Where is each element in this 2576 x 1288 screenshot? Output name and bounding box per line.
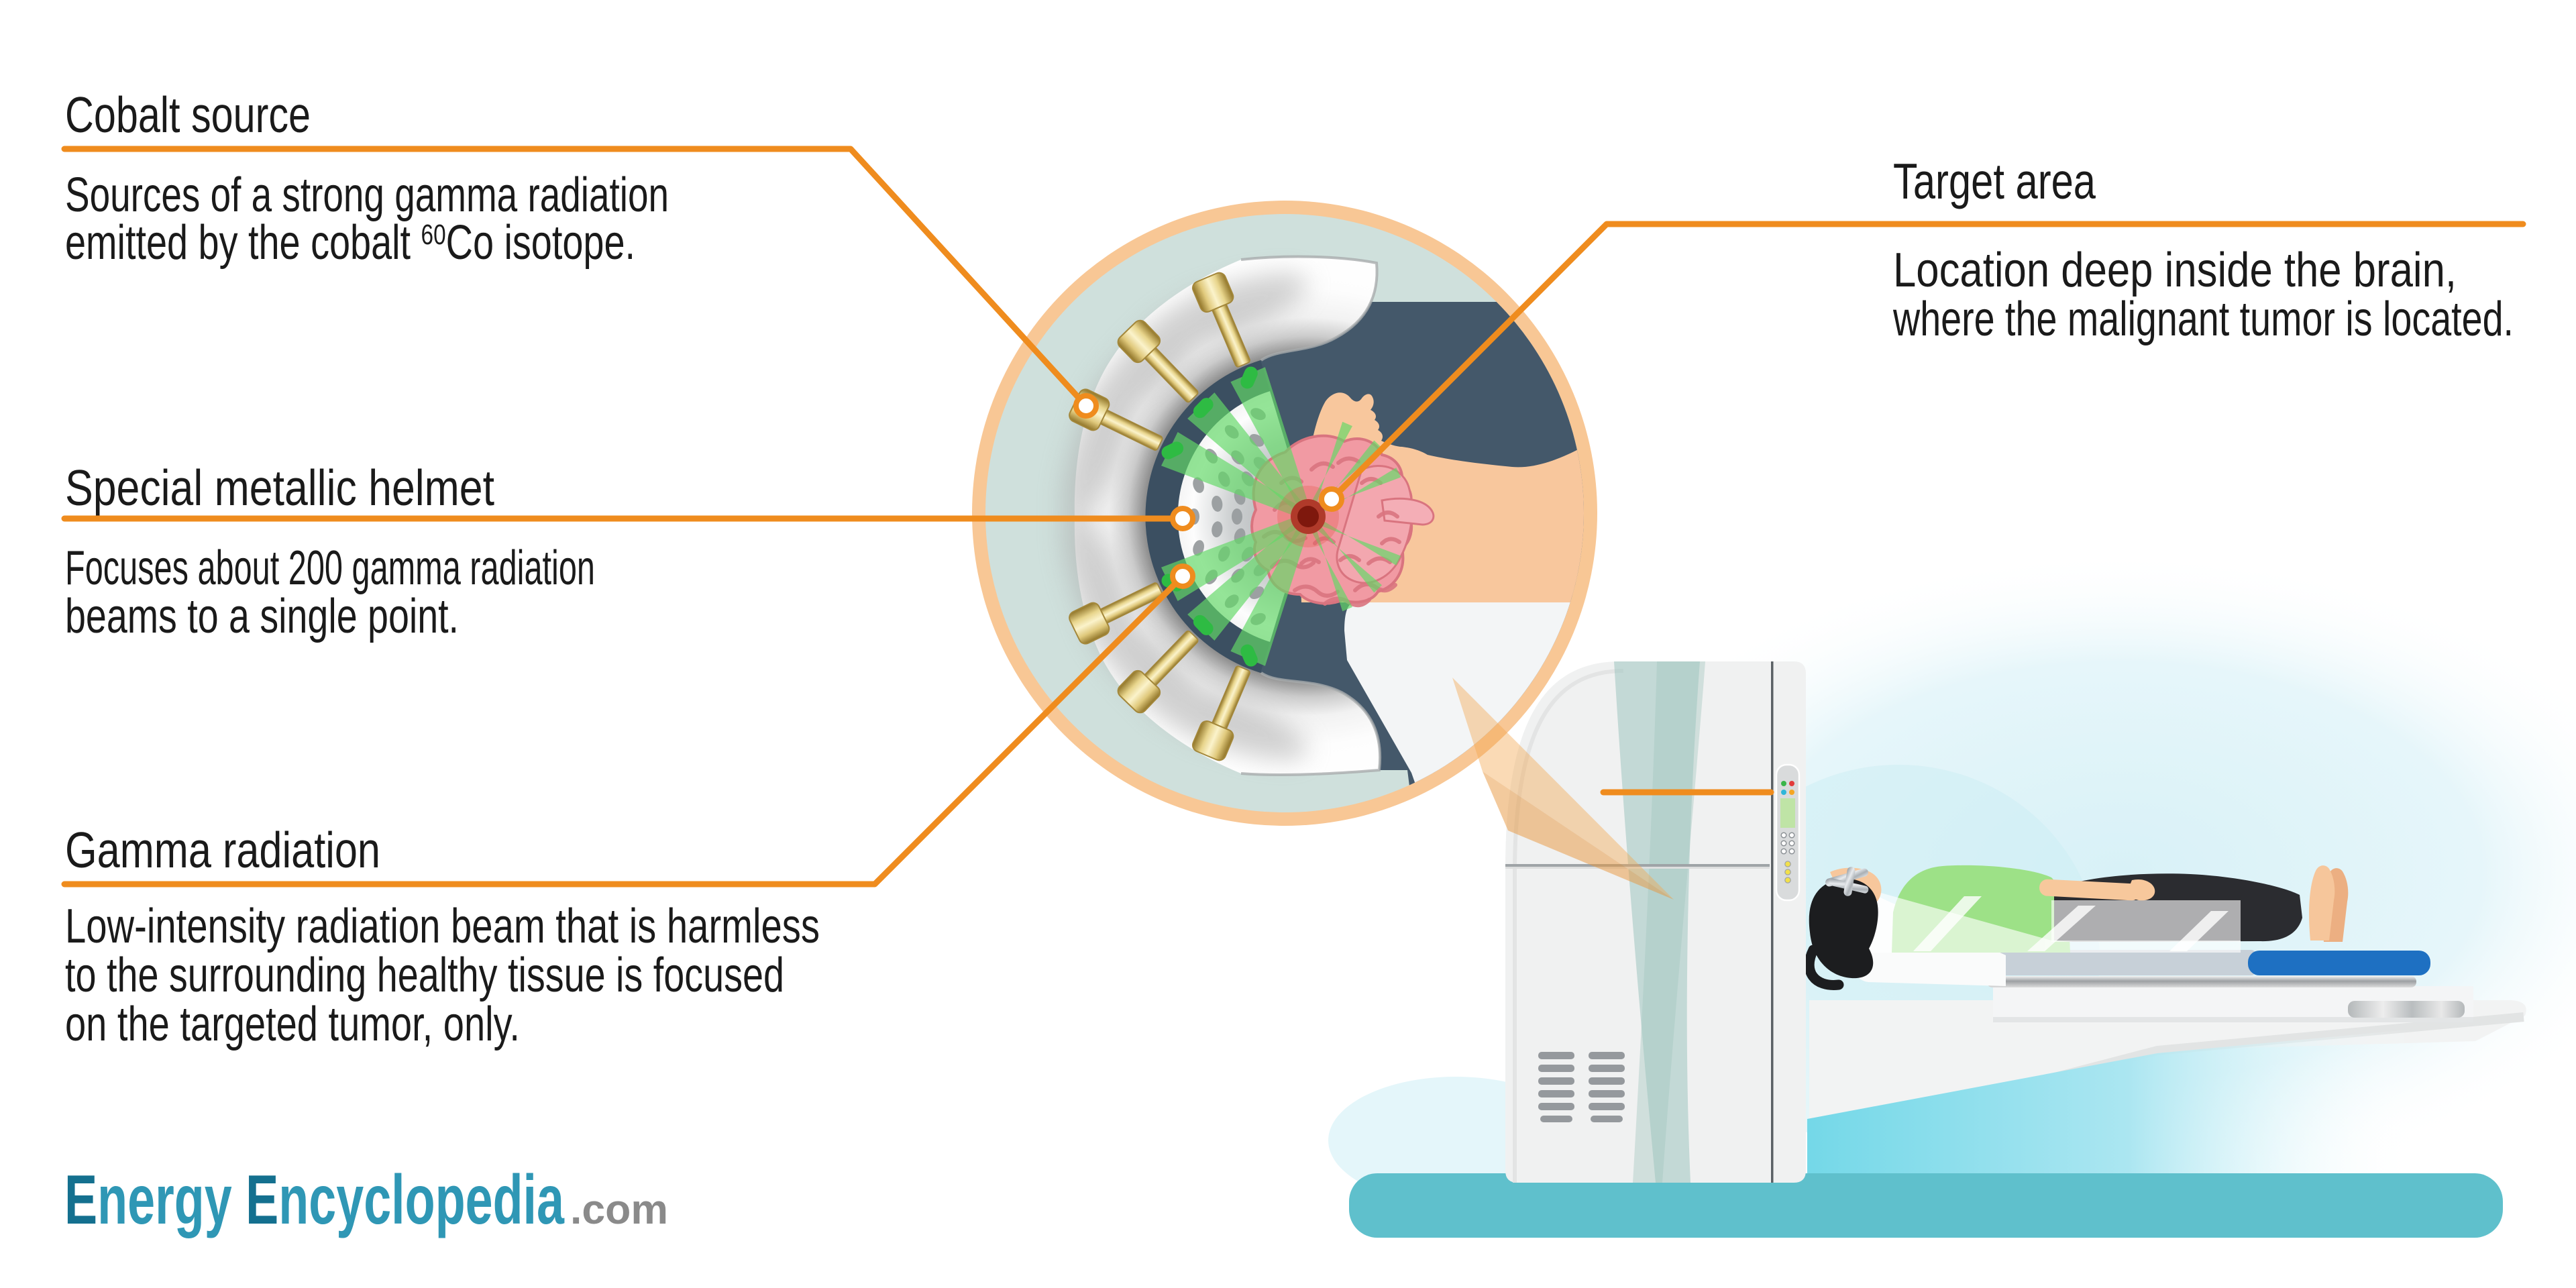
svg-text:emitted by the cobalt 60Co iso: emitted by the cobalt 60Co isotope.: [65, 216, 635, 270]
svg-text:on the targeted tumor, only.: on the targeted tumor, only.: [65, 998, 520, 1051]
svg-text:beams to a single point.: beams to a single point.: [65, 590, 459, 643]
svg-text:to the surrounding healthy tis: to the surrounding healthy tissue is foc…: [65, 949, 784, 1002]
svg-text:where the malignant tumor is l: where the malignant tumor is located.: [1892, 292, 2514, 346]
svg-text:Target area: Target area: [1893, 153, 2096, 209]
svg-text:Gamma radiation: Gamma radiation: [65, 822, 380, 878]
svg-text:Low-intensity radiation beam t: Low-intensity radiation beam that is har…: [65, 900, 820, 953]
svg-text:Energy Encyclopedia: Energy Encyclopedia: [64, 1161, 565, 1239]
svg-text:Sources of a strong gamma radi: Sources of a strong gamma radiation: [65, 168, 669, 222]
svg-text:Location deep inside the brain: Location deep inside the brain,: [1893, 244, 2457, 297]
svg-text:Cobalt source: Cobalt source: [65, 87, 311, 143]
svg-text:Focuses about 200 gamma radiat: Focuses about 200 gamma radiation: [65, 541, 595, 595]
svg-text:.com: .com: [570, 1187, 668, 1233]
svg-text:Special metallic helmet: Special metallic helmet: [65, 460, 494, 516]
